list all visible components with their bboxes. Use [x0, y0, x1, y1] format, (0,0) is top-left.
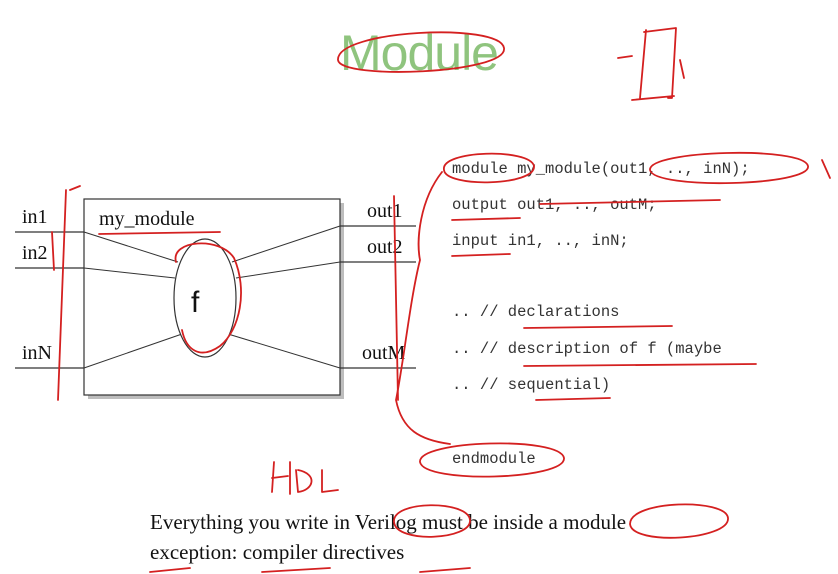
code-line-input: input in1, .., inN;: [452, 232, 629, 250]
ink-sequential-underline: [535, 397, 611, 401]
ink-code-brace: [395, 171, 451, 445]
ink-in-stroke: [51, 231, 55, 271]
ink-output-underline: [451, 217, 521, 221]
code-line-description: .. // description of f (maybe: [452, 340, 722, 358]
function-ellipse: [173, 238, 237, 358]
ink-output-strike: [539, 199, 721, 205]
code-line-endmodule: endmodule: [452, 450, 536, 468]
exception-text: exception: compiler directives: [150, 540, 405, 564]
ink-verilog-circle: [393, 504, 471, 538]
code-line-declarations: .. // declarations: [452, 303, 620, 321]
input-label-in1: in1: [22, 206, 48, 228]
statement-text: Everything you write in Verilog must be …: [150, 510, 627, 534]
ink-bracket-doodle: [617, 27, 685, 101]
output-label-outM: outM: [362, 342, 406, 364]
ink-left-stroke: [57, 185, 81, 401]
function-label: f: [191, 286, 200, 319]
fan-in-line-3: [83, 333, 183, 369]
fan-in-line-1: [83, 231, 179, 263]
ink-description-underline: [523, 363, 757, 367]
fan-out-line-2: [235, 261, 341, 279]
ink-semicolon-mark: [821, 159, 831, 179]
ink-declarations-underline: [523, 325, 673, 329]
ink-ellipse-trace: [174, 242, 242, 354]
ink-module-word-circle: [629, 503, 729, 539]
code-line-output: output out1, .., outM;: [452, 196, 657, 214]
ink-bottom-underlines: [149, 567, 471, 573]
fan-out-line-3: [227, 333, 341, 369]
ink-ports-circle: [649, 151, 809, 185]
input-label-inN: inN: [22, 342, 52, 364]
fan-in-line-2: [83, 267, 176, 279]
ink-module-underline: [98, 231, 221, 235]
output-label-out2: out2: [367, 236, 403, 258]
ink-input-underline: [451, 253, 511, 257]
ink-endmodule-circle: [419, 442, 565, 478]
ink-title-circle: [337, 31, 505, 73]
fan-out-line-1: [231, 225, 341, 263]
ink-hdl-handwriting: [271, 461, 339, 495]
input-label-in2: in2: [22, 242, 48, 264]
code-line-sequential: .. // sequential): [452, 376, 611, 394]
ink-output-stroke: [393, 195, 399, 401]
code-line-module: module my_module(out1, .., inN);: [452, 160, 750, 178]
module-name-label: my_module: [99, 208, 195, 230]
ink-module-circle: [443, 152, 535, 184]
